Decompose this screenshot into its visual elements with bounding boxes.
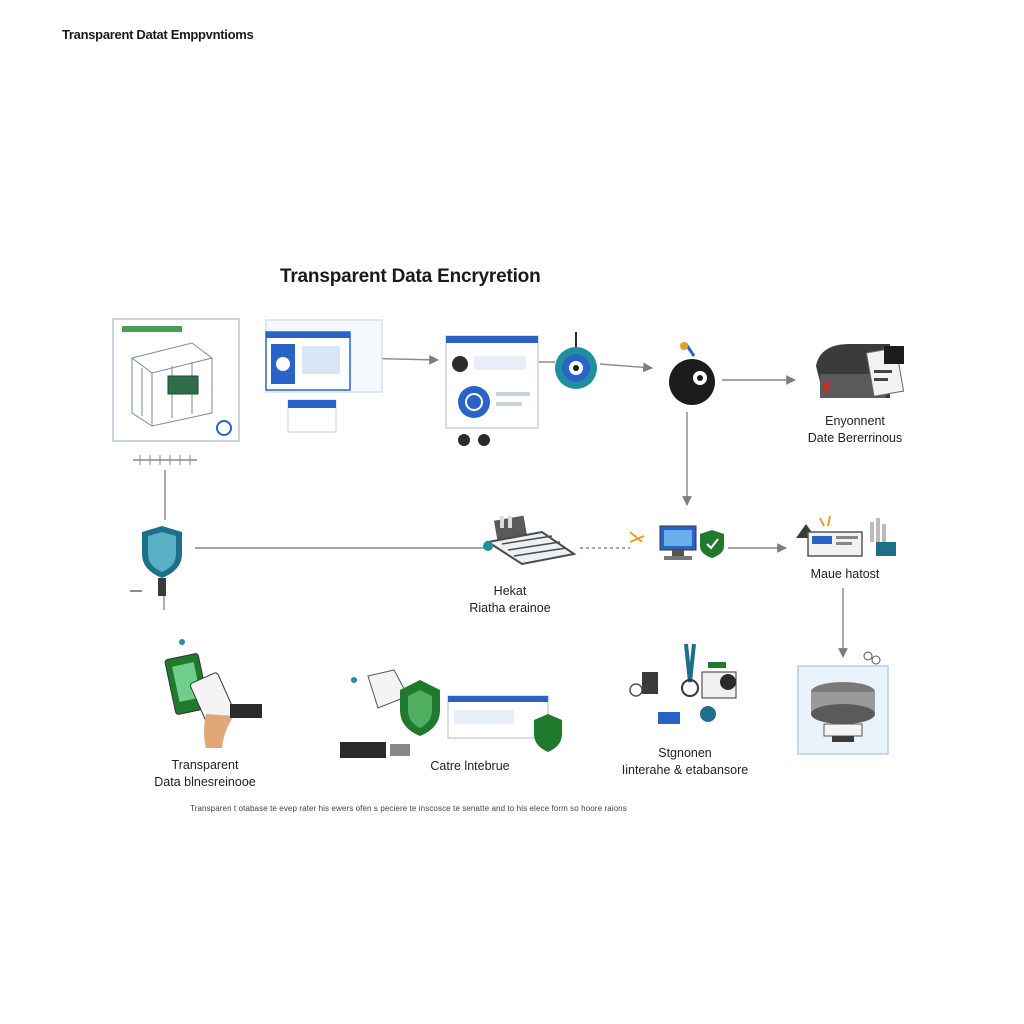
footnote: Transparen t otabase te evep rater his e… (190, 804, 627, 813)
handheld-device-icon (164, 639, 262, 748)
shield-network-icon (340, 669, 562, 758)
app-window-icon (445, 335, 539, 446)
machine-label: Hekat Riatha erainoe (469, 584, 551, 615)
tools-label: Stgnonen Iinterahe & etabansore (621, 746, 749, 777)
app-window-icon (265, 319, 383, 433)
storage-unit-icon (797, 651, 889, 755)
device-label: Transparent Data blnesreinooe (154, 758, 256, 789)
bomb-icon (669, 342, 715, 405)
server-rack-icon (112, 318, 240, 442)
tools-icon (629, 643, 737, 724)
printer-label: Enyonnent Date Bererrinous (807, 414, 903, 445)
network-label: Catre lntebrue (430, 759, 510, 773)
host-equipment-icon (796, 515, 896, 557)
arrow-key-to-bomb (599, 362, 653, 373)
shield-lock-icon (130, 526, 182, 610)
card-printer-icon (816, 344, 905, 398)
monitor-shield-icon (629, 525, 724, 560)
host-label: Maue hatost (810, 567, 880, 581)
diagram-title: Transparent Data Encryretion (280, 266, 541, 287)
processing-machine-icon (483, 515, 577, 566)
encryption-key-icon (555, 332, 597, 389)
corner-title: Transparent Datat Emppvntioms (62, 27, 254, 42)
